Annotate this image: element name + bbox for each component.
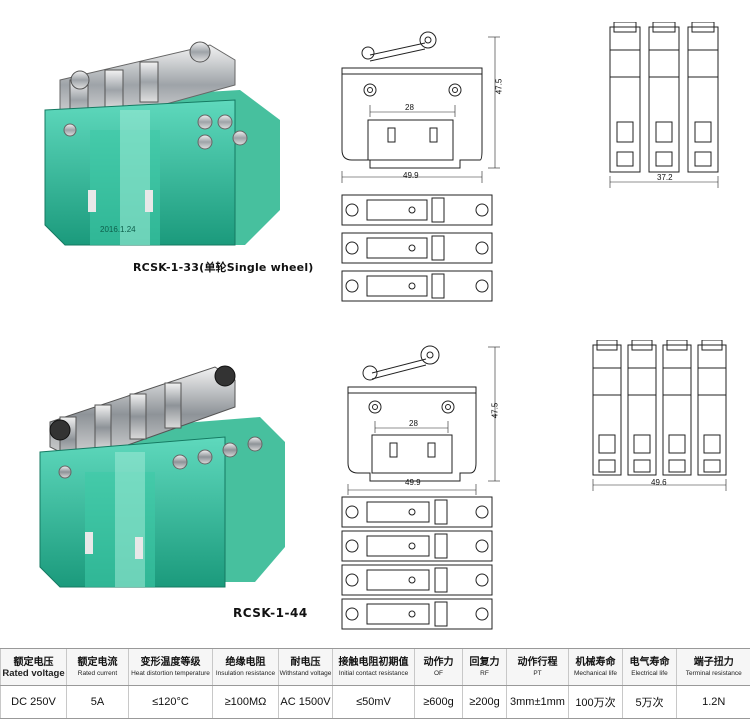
spec-value-cell: 1.2N — [676, 685, 750, 719]
dim-hole-spacing-2: 28 — [409, 419, 418, 428]
top-view-drawing-2 — [341, 496, 493, 630]
product-photo-rcsk-1-44 — [39, 365, 285, 588]
spec-value-row: DC 250V 5A ≤120°C ≥100MΩ AC 1500V ≤50mV … — [0, 685, 750, 719]
spec-value-cell: ≤120°C — [128, 685, 213, 719]
model-label-2: RCSK-1-44 — [233, 606, 308, 620]
spec-value-cell: ≥200g — [462, 685, 507, 719]
spec-value-cell: 5万次 — [622, 685, 677, 719]
spec-value-cell: DC 250V — [0, 685, 67, 719]
spec-value-cell: ≤50mV — [332, 685, 415, 719]
spec-value-cell: 3mm±1mm — [506, 685, 569, 719]
dim-height-1: 47.5 — [494, 78, 504, 95]
front-view-drawing-2 — [347, 345, 500, 495]
dim-hole-spacing-1: 28 — [405, 103, 414, 112]
dim-side-width-1: 37.2 — [657, 173, 673, 182]
model-label-1: RCSK-1-33(单轮Single wheel) — [133, 261, 314, 274]
spec-value-cell: 5A — [66, 685, 129, 719]
product-photo-rcsk-1-33: 2016.1.24 — [44, 41, 280, 246]
dim-side-width-2: 49.6 — [651, 478, 667, 487]
front-view-drawing-1 — [341, 31, 500, 183]
dim-width-2: 49.9 — [405, 478, 421, 487]
spec-value-cell: AC 1500V — [278, 685, 333, 719]
side-view-drawing-2 — [592, 340, 727, 491]
date-mark: 2016.1.24 — [100, 225, 136, 234]
dim-height-2: 47.5 — [490, 402, 500, 419]
spec-value-cell: ≥100MΩ — [212, 685, 279, 719]
dim-width-1: 49.9 — [403, 171, 419, 180]
top-view-drawing-1 — [341, 194, 493, 302]
spec-value-cell: ≥600g — [414, 685, 463, 719]
spec-value-cell: 100万次 — [568, 685, 623, 719]
side-view-drawing-1 — [609, 22, 719, 188]
